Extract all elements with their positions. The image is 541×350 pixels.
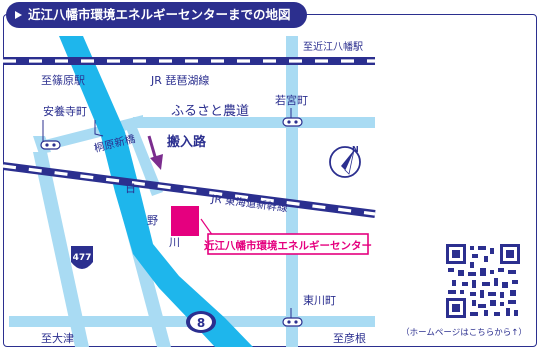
hannyuro-arrow	[147, 135, 163, 170]
label-facility: 近江八幡市環境エネルギーセンター	[204, 239, 372, 252]
label-anyoji-cho: 安養寺町	[43, 104, 87, 118]
qr-code-graphic	[444, 242, 522, 320]
intersection-wakamiya-icon	[282, 117, 303, 127]
road-hannyuro-branch	[123, 120, 163, 196]
callout-lines	[42, 108, 292, 318]
facility-block	[171, 206, 199, 236]
map-title: 近江八幡市環境エネルギーセンターまでの地図	[6, 2, 307, 28]
route-8-shield-icon	[186, 311, 216, 333]
label-river-no: 野	[147, 214, 158, 227]
qr-code-icon[interactable]	[444, 242, 522, 320]
intersection-markers	[40, 117, 303, 327]
railway-jr-biwako	[3, 57, 375, 65]
label-furusato-nodo: ふるさと農道	[171, 104, 249, 119]
label-route-477: 477	[73, 253, 92, 263]
label-hannyuro: 搬入路	[167, 134, 207, 150]
access-map: 至近江八幡駅 至篠原駅 JR 琵琶湖線 安養寺町 ふるさと農道 若宮町 桐原新橋…	[3, 36, 376, 347]
label-jr-biwako-line: JR 琵琶湖線	[150, 73, 209, 87]
road-east-vertical	[286, 36, 298, 347]
label-higashigawa-cho: 東川町	[303, 294, 336, 307]
label-to-hikone: 至彦根	[333, 331, 366, 345]
railway-shinkansen	[3, 162, 376, 218]
qr-caption: （ホームページはこちらから↑）	[401, 328, 527, 338]
north-compass-icon	[329, 146, 361, 178]
hino-river	[59, 36, 253, 347]
label-north: N	[352, 145, 359, 154]
label-to-omi-hachiman-station: 至近江八幡駅	[303, 40, 363, 53]
facility-label-box	[207, 233, 369, 255]
label-river-hi: 日	[125, 182, 136, 195]
road-477	[33, 152, 89, 347]
intersection-higashigawa-icon	[282, 317, 303, 327]
facility-pointer	[200, 218, 214, 237]
road-furusato-nodo	[133, 117, 375, 128]
label-to-shinohara-station: 至篠原駅	[41, 73, 85, 87]
route-477-shield-icon	[71, 246, 93, 269]
label-to-otsu: 至大津	[41, 331, 74, 345]
intersection-anyoji-icon	[40, 140, 61, 150]
label-route-8: 8	[197, 316, 205, 330]
label-river-kawa: 川	[169, 236, 180, 249]
label-wakamiya-cho: 若宮町	[275, 93, 308, 107]
